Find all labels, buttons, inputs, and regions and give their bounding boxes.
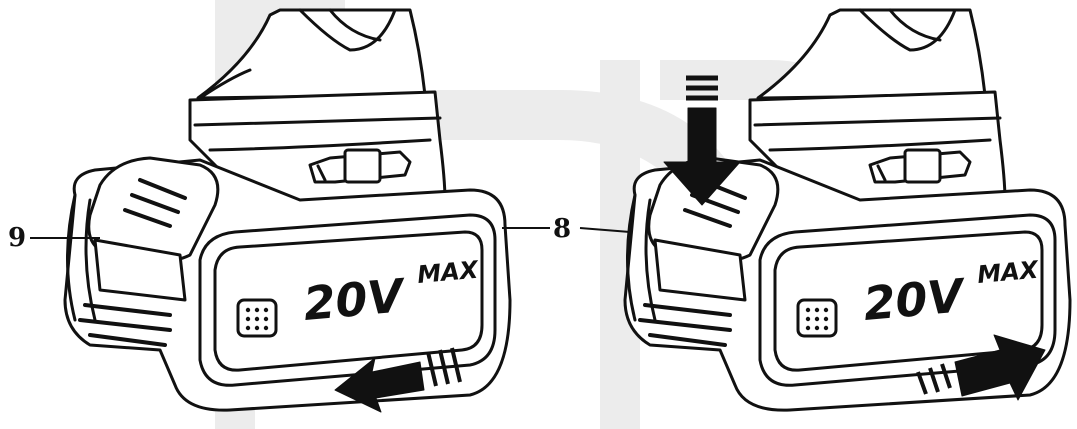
right-release-latch [868,148,972,184]
right-max-label: MAX [976,256,1041,289]
right-battery-front-panel [758,213,1057,387]
left-battery-front-panel [198,213,497,387]
callout-label-9: 9 [8,223,27,253]
left-voltage-label: 20V [301,268,408,331]
arrow-down-icon [663,75,741,206]
left-drill-assembly [63,8,512,412]
callout-label-8: 8 [553,214,572,244]
arrow-right-icon [916,334,1046,401]
left-battery-release-tab [87,156,220,264]
left-drill-handle [196,8,427,100]
right-led-dots [805,307,829,331]
callout-leaders [30,227,631,239]
left-led-dots [245,307,269,331]
left-max-label: MAX [416,256,481,289]
right-voltage-label: 20V [861,268,968,331]
left-release-latch [308,148,412,184]
right-drill-handle [756,8,987,100]
arrow-left-icon [334,347,462,413]
